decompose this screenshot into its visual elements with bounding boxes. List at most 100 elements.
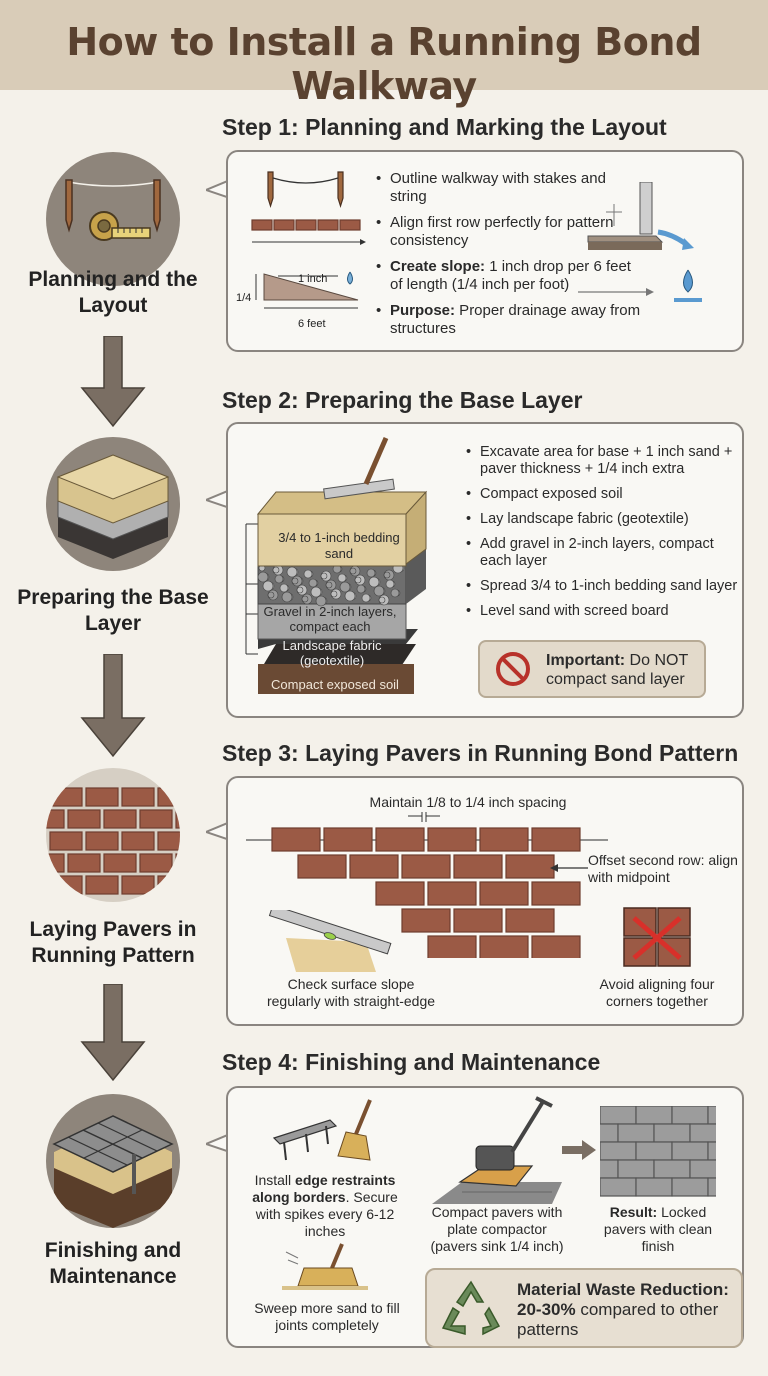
base-layers-diagram xyxy=(245,437,428,694)
gravel-stone xyxy=(310,586,322,598)
paver xyxy=(139,809,173,829)
gravel-stone xyxy=(281,591,293,603)
paver xyxy=(505,908,555,933)
locked-paver xyxy=(707,1106,716,1125)
locked-paver xyxy=(617,1123,655,1143)
title-bar xyxy=(0,0,768,90)
step3-card: Maintain 1/8 to 1/4 inch spacing Offset … xyxy=(226,776,744,1026)
bullet-item: Compact exposed soil xyxy=(466,486,738,503)
callout-tail xyxy=(206,822,230,841)
locked-paver xyxy=(635,1141,673,1161)
gravel-stone xyxy=(301,595,309,603)
locked-paver xyxy=(600,1123,619,1143)
paver xyxy=(295,219,317,231)
waste-reduction-note: Material Waste Reduction: 20-30% compare… xyxy=(425,1268,743,1348)
base-layer-icon xyxy=(46,437,180,571)
paver xyxy=(297,854,347,879)
bullet-item: Align first row perfectly for pattern co… xyxy=(376,214,646,250)
waste-text: compared to other patterns xyxy=(517,1300,719,1339)
step2-label: Preparing the Base Layer xyxy=(17,586,209,635)
gravel-stone xyxy=(383,571,391,579)
paver xyxy=(121,875,155,895)
gravel-stone xyxy=(267,591,275,599)
paver xyxy=(531,827,581,852)
paver xyxy=(317,219,339,231)
gravel-stone xyxy=(330,590,338,598)
step2-title: Step 2: Preparing the Base Layer xyxy=(222,387,583,413)
bullet-item: Add gravel in 2-inch layers, compact eac… xyxy=(466,536,738,570)
paver xyxy=(157,831,180,851)
plate-compactor-icon xyxy=(432,1096,562,1204)
slope-side-label: 1/4 xyxy=(236,292,252,304)
bullet-item: Excavate area for base + 1 inch sand + p… xyxy=(466,444,738,478)
sweep-broom-icon xyxy=(282,1243,368,1290)
paver xyxy=(103,809,137,829)
paver xyxy=(427,827,477,852)
fabric-layer-label: Landscape fabric (geotextile) xyxy=(282,638,382,668)
paver xyxy=(453,908,503,933)
gravel-stone xyxy=(291,577,299,585)
gravel-stone xyxy=(349,567,357,575)
locked-paver xyxy=(653,1159,691,1179)
important-note: Important: Do NOT compact sand layer xyxy=(478,640,706,698)
gravel-stone xyxy=(390,588,400,598)
sand-layer-label: 3/4 to 1-inch bedding sand xyxy=(278,530,400,561)
planning-icon xyxy=(46,152,180,286)
paver xyxy=(67,853,101,873)
paver xyxy=(85,831,119,851)
paver xyxy=(46,809,65,829)
gravel-stone xyxy=(274,574,284,584)
paver xyxy=(479,827,529,852)
stakes-string-icon xyxy=(251,171,366,245)
bullet-item: Spread 3/4 to 1-inch bedding sand layer xyxy=(466,578,738,595)
paver xyxy=(157,787,180,807)
bullet-item: Create slope: 1 inch drop per 6 feet of … xyxy=(376,258,646,294)
paver xyxy=(251,219,273,231)
paver xyxy=(401,908,451,933)
avoid-four-corners-icon xyxy=(623,907,691,967)
paver xyxy=(531,881,581,906)
bullet-item: Purpose: Proper drainage away from struc… xyxy=(376,302,646,338)
paver xyxy=(479,881,529,906)
paver xyxy=(49,831,83,851)
paver xyxy=(427,881,477,906)
gravel-stone xyxy=(356,584,366,594)
gravel-stone xyxy=(354,576,362,584)
locked-paver xyxy=(635,1106,673,1125)
paver xyxy=(49,875,83,895)
gravel-stone xyxy=(339,581,351,593)
locked-paver xyxy=(600,1177,637,1197)
slope-diagram xyxy=(255,271,359,309)
paver xyxy=(85,787,119,807)
gravel-stone xyxy=(337,573,347,583)
running-bond-diagram xyxy=(246,812,608,958)
locked-paver xyxy=(671,1141,709,1161)
gravel-stone xyxy=(320,572,328,580)
locked-paver xyxy=(671,1106,709,1125)
step2-card: 3/4 to 1-inch bedding sand Gravel in 2-i… xyxy=(226,422,744,718)
locked-paver xyxy=(689,1159,716,1179)
slope-bottom-label: 6 feet xyxy=(298,318,326,330)
step1-label: Planning and the Layout xyxy=(28,268,198,317)
step2-bullets: Excavate area for base + 1 inch sand + p… xyxy=(466,444,738,628)
drainage-icon xyxy=(578,182,702,302)
paver xyxy=(85,875,119,895)
prohibited-icon xyxy=(496,652,530,686)
gravel-stone xyxy=(366,568,376,578)
spacing-label: Maintain 1/8 to 1/4 inch spacing xyxy=(369,794,567,810)
paver xyxy=(375,827,425,852)
gravel-stone xyxy=(296,586,304,594)
locked-paver xyxy=(707,1141,716,1161)
locked-paver xyxy=(600,1159,619,1179)
locked-paver xyxy=(653,1123,691,1143)
finishing-icon xyxy=(46,1094,180,1228)
down-arrow-icon xyxy=(80,653,146,763)
sweep-label: Sweep more sand to fill joints completel… xyxy=(254,1300,400,1333)
paver xyxy=(401,854,451,879)
paver xyxy=(375,881,425,906)
paver xyxy=(139,853,173,873)
paver xyxy=(505,854,555,879)
check-slope-label: Check surface slope regularly with strai… xyxy=(266,976,436,1009)
bullet-item: Level sand with screed board xyxy=(466,603,738,620)
locked-pavers-icon xyxy=(600,1106,716,1197)
